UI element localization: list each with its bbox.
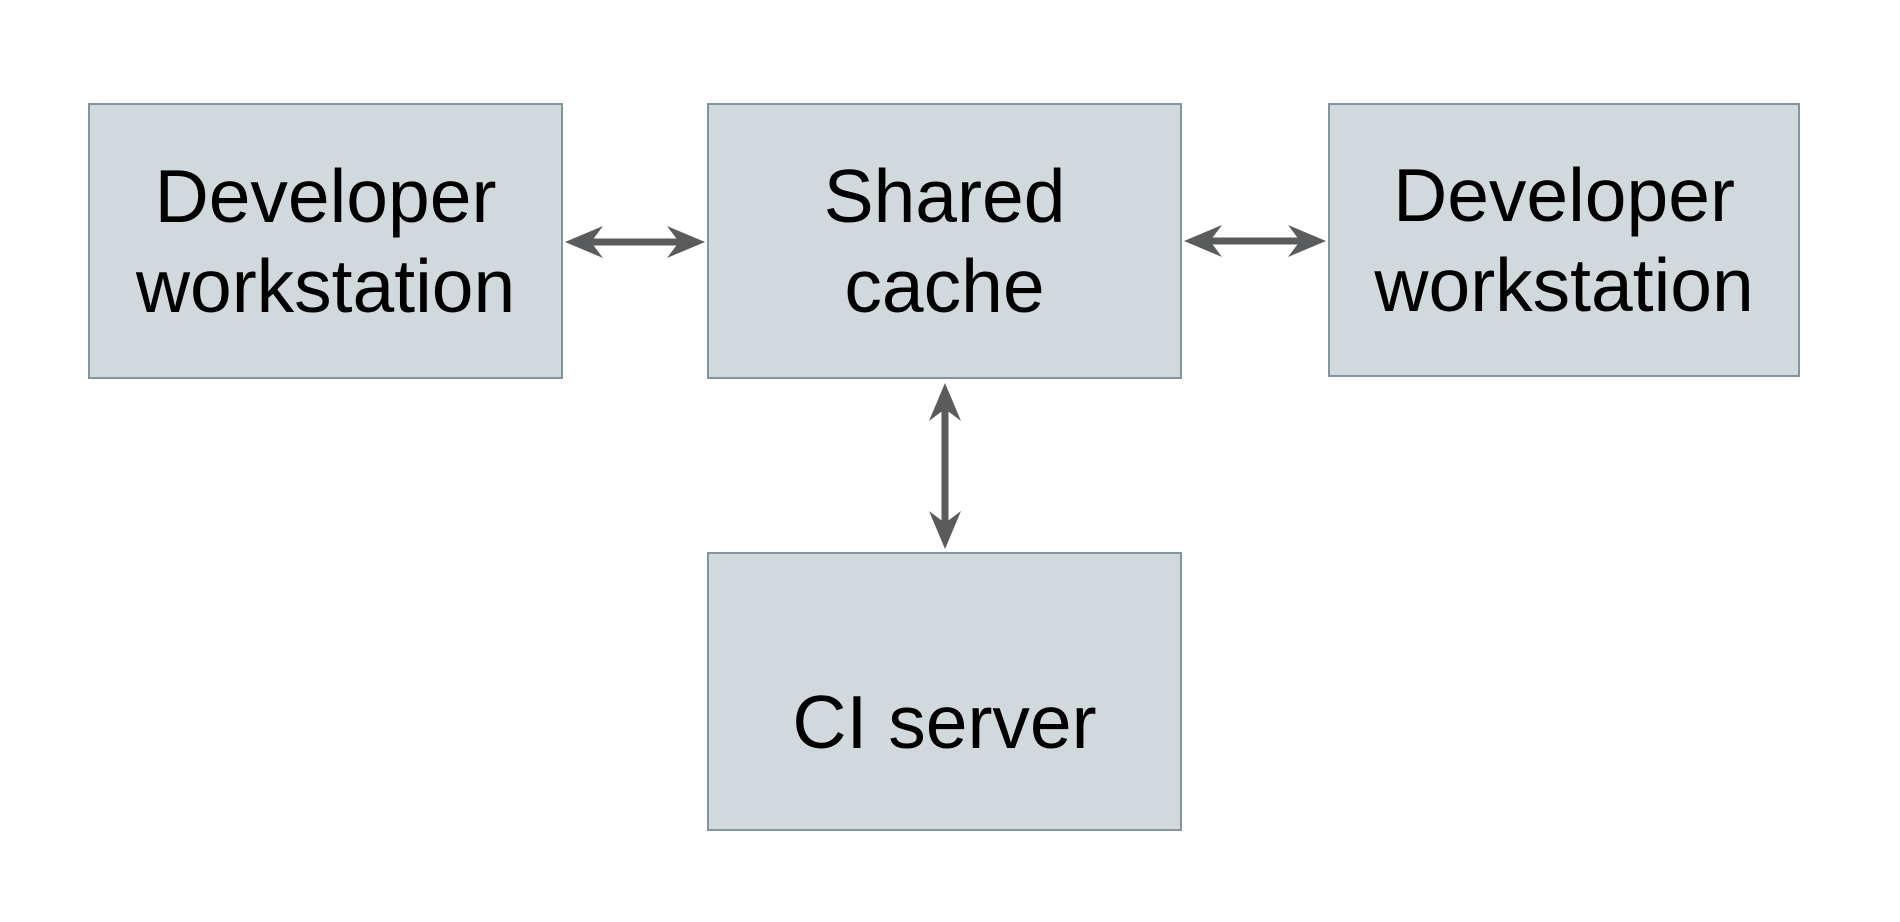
label-line: Developer bbox=[1393, 153, 1735, 237]
label-line: workstation bbox=[135, 244, 516, 328]
node-developer-workstation-right: Developer workstation bbox=[1328, 103, 1800, 377]
bidirectional-arrow-sharedcache-ciserver-icon bbox=[929, 383, 961, 549]
label-line: CI server bbox=[792, 679, 1097, 764]
label-line: cache bbox=[844, 244, 1045, 328]
bidirectional-arrow-sharedcache-devright-icon bbox=[1184, 225, 1326, 257]
node-developer-workstation-left: Developer workstation bbox=[88, 103, 563, 379]
label-line: Developer bbox=[154, 154, 497, 238]
node-label-developer-workstation-left: Developer workstation bbox=[136, 151, 515, 331]
node-label-developer-workstation-right: Developer workstation bbox=[1374, 150, 1753, 330]
label-line: Shared bbox=[823, 154, 1066, 238]
node-shared-cache: Shared cache bbox=[707, 103, 1182, 379]
node-label-shared-cache: Shared cache bbox=[824, 151, 1066, 331]
node-ci-server: CI server bbox=[707, 552, 1182, 831]
node-label-ci-server: CI server bbox=[792, 677, 1096, 767]
label-line: workstation bbox=[1374, 243, 1754, 327]
bidirectional-arrow-devleft-sharedcache-icon bbox=[565, 226, 705, 258]
